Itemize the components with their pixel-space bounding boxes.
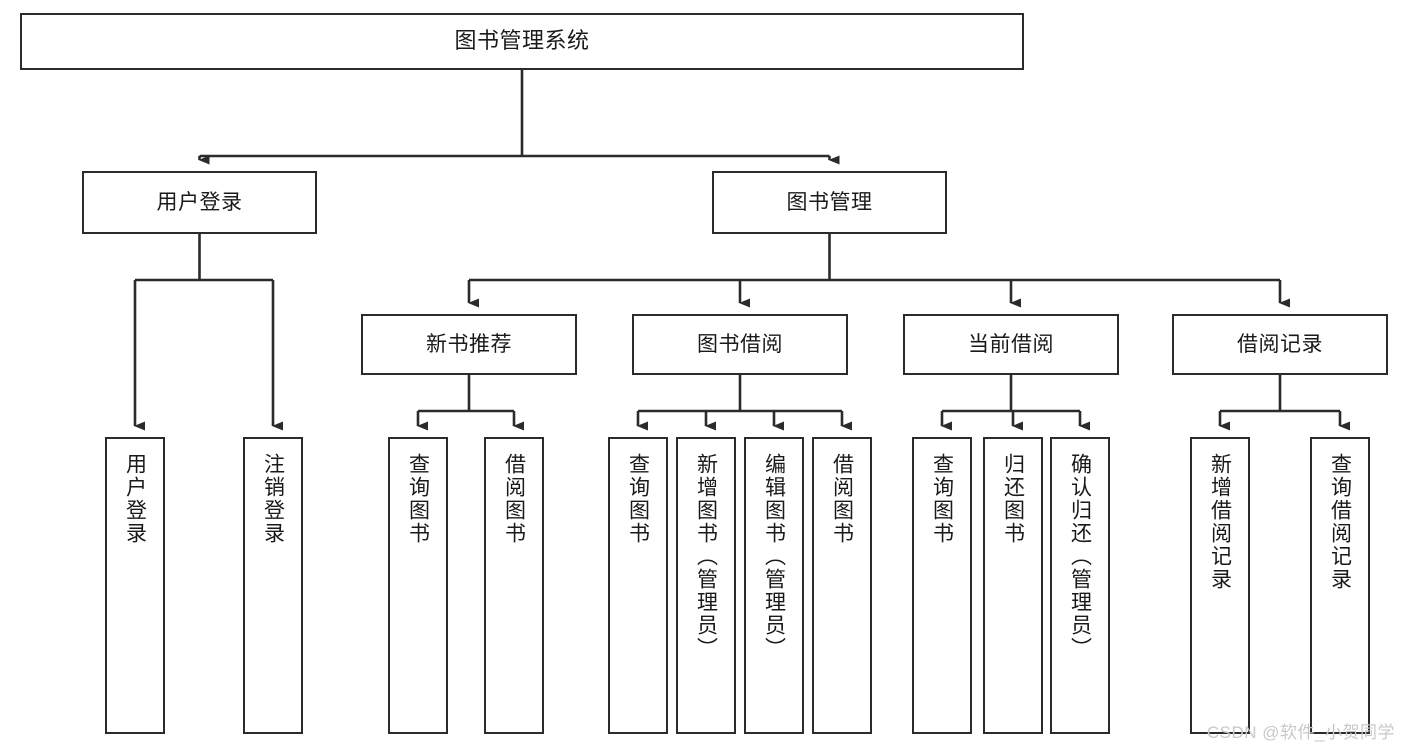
node-label-book-borrow: 图书借阅 xyxy=(697,332,783,356)
node-root[interactable]: 图书管理系统 xyxy=(20,13,1024,70)
node-current-borrow[interactable]: 当前借阅 xyxy=(903,314,1119,375)
node-new-book-recommend[interactable]: 新书推荐 xyxy=(361,314,577,375)
node-borrow-record[interactable]: 借阅记录 xyxy=(1172,314,1388,375)
node-label-leaf-query-record: 查询借阅记录 xyxy=(1328,453,1352,591)
node-book-manage[interactable]: 图书管理 xyxy=(712,171,947,234)
node-label-leaf-query-book-rec: 查询图书 xyxy=(406,453,430,545)
node-leaf-query-book[interactable]: 查询图书 xyxy=(608,437,668,734)
node-label-root: 图书管理系统 xyxy=(454,28,590,54)
node-label-book-manage: 图书管理 xyxy=(786,190,873,214)
node-leaf-logout[interactable]: 注销登录 xyxy=(243,437,303,734)
node-label-leaf-add-book: 新增图书（管理员） xyxy=(694,453,718,660)
node-label-leaf-add-record: 新增借阅记录 xyxy=(1208,453,1232,591)
node-label-leaf-borrow-book-rec: 借阅图书 xyxy=(502,453,526,545)
node-leaf-user-login[interactable]: 用户登录 xyxy=(105,437,165,734)
node-leaf-return-book[interactable]: 归还图书 xyxy=(983,437,1043,734)
node-label-leaf-user-login: 用户登录 xyxy=(123,453,147,545)
node-leaf-add-book[interactable]: 新增图书（管理员） xyxy=(676,437,736,734)
node-leaf-borrow-book[interactable]: 借阅图书 xyxy=(812,437,872,734)
node-label-leaf-return-book: 归还图书 xyxy=(1001,453,1025,545)
node-label-leaf-borrow-book: 借阅图书 xyxy=(830,453,854,545)
node-label-borrow-record: 借阅记录 xyxy=(1237,332,1323,356)
node-leaf-confirm-return[interactable]: 确认归还（管理员） xyxy=(1050,437,1110,734)
node-leaf-query-book-cur[interactable]: 查询图书 xyxy=(912,437,972,734)
node-label-leaf-query-book: 查询图书 xyxy=(626,453,650,545)
node-label-leaf-query-book-cur: 查询图书 xyxy=(930,453,954,545)
node-book-borrow[interactable]: 图书借阅 xyxy=(632,314,848,375)
node-label-leaf-logout: 注销登录 xyxy=(261,453,285,545)
node-leaf-query-record[interactable]: 查询借阅记录 xyxy=(1310,437,1370,734)
node-label-user-login: 用户登录 xyxy=(156,190,243,214)
node-label-current-borrow: 当前借阅 xyxy=(968,332,1054,356)
node-label-new-book-recommend: 新书推荐 xyxy=(426,332,512,356)
node-leaf-add-record[interactable]: 新增借阅记录 xyxy=(1190,437,1250,734)
node-leaf-edit-book[interactable]: 编辑图书（管理员） xyxy=(744,437,804,734)
node-leaf-query-book-rec[interactable]: 查询图书 xyxy=(388,437,448,734)
watermark: CSDN @软件_小贺同学 xyxy=(1206,723,1395,742)
node-label-leaf-edit-book: 编辑图书（管理员） xyxy=(762,453,786,660)
node-user-login[interactable]: 用户登录 xyxy=(82,171,317,234)
node-leaf-borrow-book-rec[interactable]: 借阅图书 xyxy=(484,437,544,734)
node-label-leaf-confirm-return: 确认归还（管理员） xyxy=(1068,453,1092,660)
